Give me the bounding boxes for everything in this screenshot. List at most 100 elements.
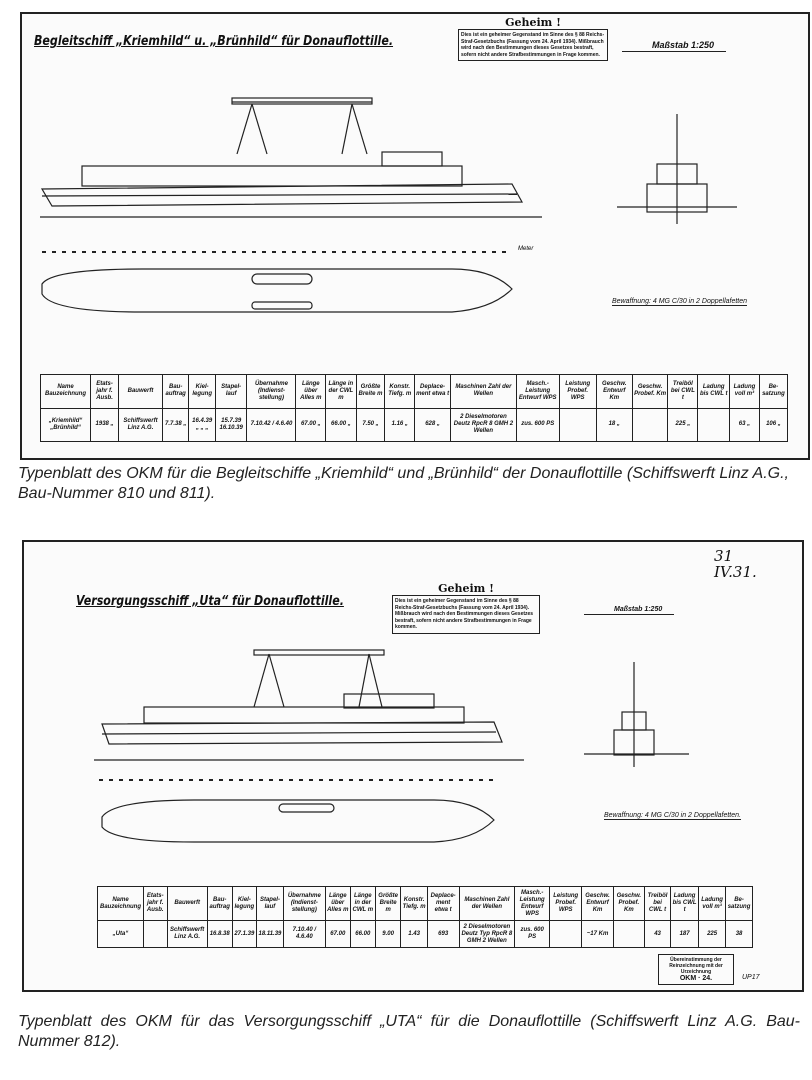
- column-header: Etats-jahr f. Ausb.: [90, 374, 120, 409]
- table-cell: 225: [698, 920, 727, 948]
- column-header: Kiel-legung: [231, 885, 258, 922]
- table-cell: „Kriemhild“ „Brünhild“: [39, 407, 92, 442]
- table-cell: 1.43: [400, 920, 428, 948]
- table-cell: 9.00: [374, 920, 402, 948]
- column-header: Bau-auftrag: [206, 885, 233, 922]
- type-sheet-kriemhild-bruenhild: Begleitschiff „Kriemhild“ u. „Brünhild“ …: [20, 12, 810, 460]
- ship-drawing: [94, 649, 689, 843]
- secret-text: Dies ist ein geheimer Gegenstand im Sinn…: [458, 29, 608, 61]
- column-header: Bauwerft: [166, 885, 208, 922]
- table-cell: 38: [725, 920, 753, 948]
- column-header: Übernahme (Indienst-stellung): [246, 374, 297, 409]
- table-cell: 225 „: [667, 407, 699, 442]
- secret-heading: Geheim !: [438, 582, 494, 595]
- column-header: Geschw. Probef. Km: [612, 885, 645, 922]
- column-header: Größte Breite m: [355, 374, 386, 409]
- table-row: „Kriemhild“ „Brünhild“1938 „Schiffswerft…: [39, 407, 789, 442]
- column-header: Be-satzung: [725, 885, 753, 922]
- table-cell: „Uta“: [97, 920, 144, 948]
- table-cell: [558, 407, 597, 442]
- corner-note: UP17: [742, 974, 760, 981]
- column-header: Maschinen Zahl der Wellen: [458, 885, 516, 922]
- column-header: Etats-jahr f. Ausb.: [143, 885, 168, 922]
- column-header: Kiel-legung: [188, 374, 216, 409]
- table-cell: 187: [670, 920, 700, 948]
- column-header: Name Bauzeichnung: [39, 374, 92, 409]
- table-cell: 15.7.39 16.10.39: [214, 407, 248, 442]
- table-cell: 66.00 „: [325, 407, 357, 442]
- stamp-text: Übereinstimmung der Reinzeichnung mit de…: [669, 957, 723, 975]
- column-header: Geschw. Entwurf Km: [581, 885, 614, 922]
- column-header: Leistung Probef. WPS: [558, 374, 597, 409]
- column-header: Länge in der CWL m: [349, 885, 376, 922]
- table-cell: [549, 920, 583, 948]
- table-cell: 628 „: [414, 407, 452, 442]
- column-header: Leistung Probef. WPS: [549, 885, 583, 922]
- column-header: Bauwerft: [118, 374, 163, 409]
- column-header: Deplace-ment etwa t: [414, 374, 452, 409]
- secret-heading: Geheim !: [505, 16, 561, 29]
- column-header: Deplace-ment etwa t: [426, 885, 460, 922]
- secret-notice: Geheim ! Dies ist ein geheimer Gegenstan…: [392, 582, 540, 634]
- approval-stamp: Übereinstimmung der Reinzeichnung mit de…: [658, 954, 734, 985]
- secret-notice: Geheim ! Dies ist ein geheimer Gegenstan…: [458, 16, 608, 61]
- column-header: Größte Breite m: [374, 885, 402, 922]
- column-header: Treiböl bei CWL t: [643, 885, 672, 922]
- secret-text: Dies ist ein geheimer Gegenstand im Sinn…: [392, 595, 540, 634]
- column-header: Ladung bis CWL t: [670, 885, 700, 922]
- column-header: Geschw. Entwurf Km: [595, 374, 633, 409]
- column-header: Ladung voll m³: [729, 374, 760, 409]
- column-header: Bau-auftrag: [161, 374, 190, 409]
- column-header: Masch.-Leistung Entwurf WPS: [515, 374, 560, 409]
- table-cell: [631, 407, 669, 442]
- table-cell: 2 Dieselmotoren Deutz Typ RpcR 8 GMH 2 W…: [458, 920, 516, 948]
- table-cell: 63 „: [729, 407, 760, 442]
- table-cell: 27.1.39: [231, 920, 258, 948]
- table-cell: 16.8.38: [206, 920, 233, 948]
- column-header: Masch.-Leistung Entwurf WPS: [514, 885, 551, 922]
- column-header: Maschinen Zahl der Wellen: [450, 374, 517, 409]
- sheet-title: Versorgungsschiff „Uta“ für Donauflottil…: [76, 594, 344, 609]
- table-cell: 18 „: [595, 407, 633, 442]
- table-cell: 106 „: [758, 407, 789, 442]
- table-cell: Schiffswerft Linz A.G.: [118, 407, 163, 442]
- table-cell: 67.00: [324, 920, 351, 948]
- handwritten-note: 31 IV.31.: [714, 547, 757, 581]
- column-header: Länge über Alles m: [295, 374, 327, 409]
- scale-label: Maßstab 1:250: [584, 606, 675, 615]
- column-header: Stapel-lauf: [256, 885, 284, 922]
- table-cell: Schiffswerft Linz A.G.: [166, 920, 208, 948]
- table-cell: [143, 920, 168, 948]
- caption-2: Typenblatt des OKM für das Versorgungssc…: [18, 1013, 800, 1050]
- stamp-code: OKM · 24.: [679, 975, 713, 982]
- column-header: Be-satzung: [758, 374, 789, 409]
- table-cell: 43: [643, 920, 672, 948]
- caption-1: Typenblatt des OKM für die Begleitschiff…: [18, 465, 789, 502]
- table-cell: 18.11.39: [256, 920, 284, 948]
- table-cell: 66.00: [349, 920, 376, 948]
- column-header: Länge in der CWL m: [325, 374, 357, 409]
- table-cell: 2 Dieselmotoren Deutz RpcR 8 GMH 2 Welle…: [450, 407, 517, 442]
- column-header: Übernahme (Indienst-stellung): [282, 885, 326, 922]
- type-sheet-uta: Versorgungsschiff „Uta“ für Donauflottil…: [22, 540, 804, 992]
- armament-label: Bewaffnung: 4 MG C/30 in 2 Doppellafette…: [612, 298, 748, 306]
- ship-drawing: Meter: [40, 97, 737, 313]
- column-header: Länge über Alles m: [324, 885, 351, 922]
- table-cell: 7.7.38 „: [161, 407, 190, 442]
- column-header: Geschw. Probef. Km: [631, 374, 669, 409]
- sheet-title: Begleitschiff „Kriemhild“ u. „Brünhild“ …: [34, 34, 394, 49]
- table-cell: 7.10.42 / 4.6.40: [246, 407, 297, 442]
- table-cell: ~17 Km: [581, 920, 614, 948]
- table-cell: zus. 600 PS: [515, 407, 560, 442]
- table-cell: zus. 600 PS: [514, 920, 551, 948]
- column-header: Treiböl bei CWL t: [667, 374, 699, 409]
- scale-label: Maßstab 1:250: [622, 40, 727, 52]
- armament-label: Bewaffnung: 4 MG C/30 in 2 Doppellafette…: [604, 812, 741, 820]
- table-cell: [612, 920, 645, 948]
- column-header: Name Bauzeichnung: [97, 885, 144, 922]
